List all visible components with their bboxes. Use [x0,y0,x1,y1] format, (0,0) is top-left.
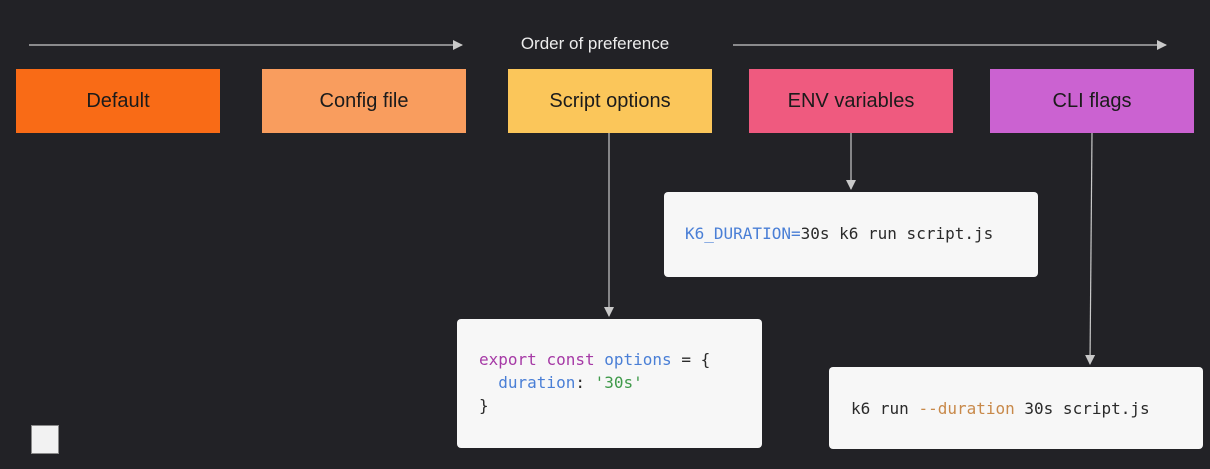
env-variable-code-card: K6_DURATION=30s k6 run script.js [664,192,1038,277]
env-code-line: K6_DURATION=30s k6 run script.js [685,222,993,245]
stage-script-options: Script options [508,69,712,133]
stage-script-options-label: Script options [549,89,671,112]
export-keyword: export [479,350,537,369]
stage-config-file: Config file [262,69,466,133]
const-keyword: const [546,350,595,369]
stage-default: Default [16,69,220,133]
script-code-block: export const options = { duration: '30s'… [479,348,710,417]
cli-flag-code-card: k6 run --duration 30s script.js [829,367,1203,449]
env-var-token: K6_DURATION= [685,224,801,243]
options-identifier: options [604,350,672,369]
stage-cli-flags-label: CLI flags [1052,89,1132,112]
cli-flags-connector [1085,132,1096,365]
stage-cli-flags: CLI flags [990,69,1194,133]
key-colon: : [575,373,595,392]
cli-flag-token: --duration [918,399,1015,418]
cli-command-token: k6 run [851,399,919,418]
duration-string: '30s' [594,373,643,392]
env-command-token: 30s k6 run script.js [800,224,994,243]
stage-config-file-label: Config file [319,89,409,112]
stage-env-variables: ENV variables [749,69,953,133]
diagram-title: Order of preference [520,34,670,53]
corner-square [31,425,59,454]
cli-code-line: k6 run --duration 30s script.js [851,397,1150,420]
duration-key: duration [498,373,576,392]
cli-args-token: 30s script.js [1014,399,1150,418]
open-brace: = { [671,350,711,369]
stage-env-variables-label: ENV variables [787,89,915,112]
script-options-code-card: export const options = { duration: '30s'… [457,319,762,448]
stage-default-label: Default [86,89,150,112]
close-brace: } [479,396,489,415]
